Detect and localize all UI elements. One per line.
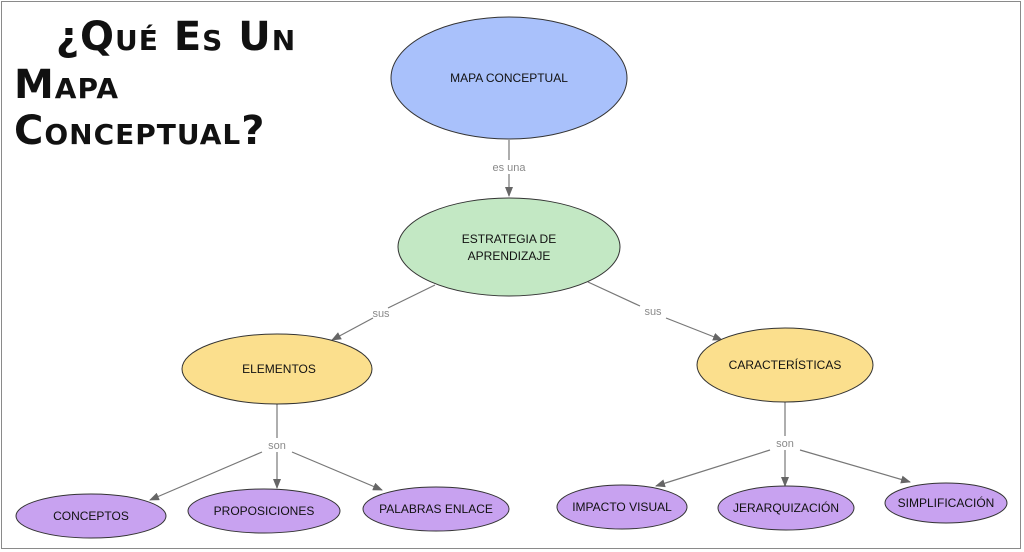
node-jerarquizacion[interactable]: JERARQUIZACIÓN [717,485,855,531]
node-label-line-2: APRENDIZAJE [468,249,551,263]
connector-son-visualimpact [655,449,771,488]
node-label: CONCEPTOS [53,509,129,523]
connector-son-concepts [149,451,263,501]
node-label: PROPOSICIONES [214,504,315,518]
node-elementos[interactable]: ELEMENTOS [181,333,373,405]
node-label: JERARQUIZACIÓN [733,500,839,515]
page-title-line-2: Mapa Conceptual? [14,62,266,154]
connector-sus-elements [331,317,374,341]
page-title-line-1: ¿Qué Es Un [55,14,297,60]
link-word-son-left: son [268,440,286,452]
node-caracteristicas[interactable]: CARACTERÍSTICAS [696,327,874,403]
node-label: ELEMENTOS [242,362,316,376]
node-conceptos[interactable]: CONCEPTOS [15,493,167,539]
node-palabras-enlace[interactable]: PALABRAS ENLACE [362,486,510,532]
connector-son-linkwords [291,451,383,491]
node-label: IMPACTO VISUAL [572,500,672,514]
node-label: PALABRAS ENLACE [379,502,493,516]
link-word-es-una: es una [492,162,526,174]
connector-strategy-sus-left [387,284,436,309]
link-word-sus-right: sus [644,306,662,318]
node-mapa-conceptual[interactable]: MAPA CONCEPTUAL [390,16,628,140]
connector-strategy-sus-right [587,281,641,307]
node-estrategia-aprendizaje[interactable]: ESTRATEGIA DE APRENDIZAJE [397,197,621,297]
node-proposiciones[interactable]: PROPOSICIONES [187,488,341,534]
link-word-sus-left: sus [372,308,390,320]
connector-son-simplification [799,449,911,484]
node-label: MAPA CONCEPTUAL [450,71,568,85]
link-word-son-right: son [776,438,794,450]
node-simplificacion[interactable]: SIMPLIFICACIÓN [884,482,1008,524]
node-label-line-1: ESTRATEGIA DE [462,232,556,246]
node-label: SIMPLIFICACIÓN [898,495,995,510]
node-label: CARACTERÍSTICAS [729,357,842,372]
connector-sus-characteristics [665,317,723,341]
node-impacto-visual[interactable]: IMPACTO VISUAL [556,484,688,530]
